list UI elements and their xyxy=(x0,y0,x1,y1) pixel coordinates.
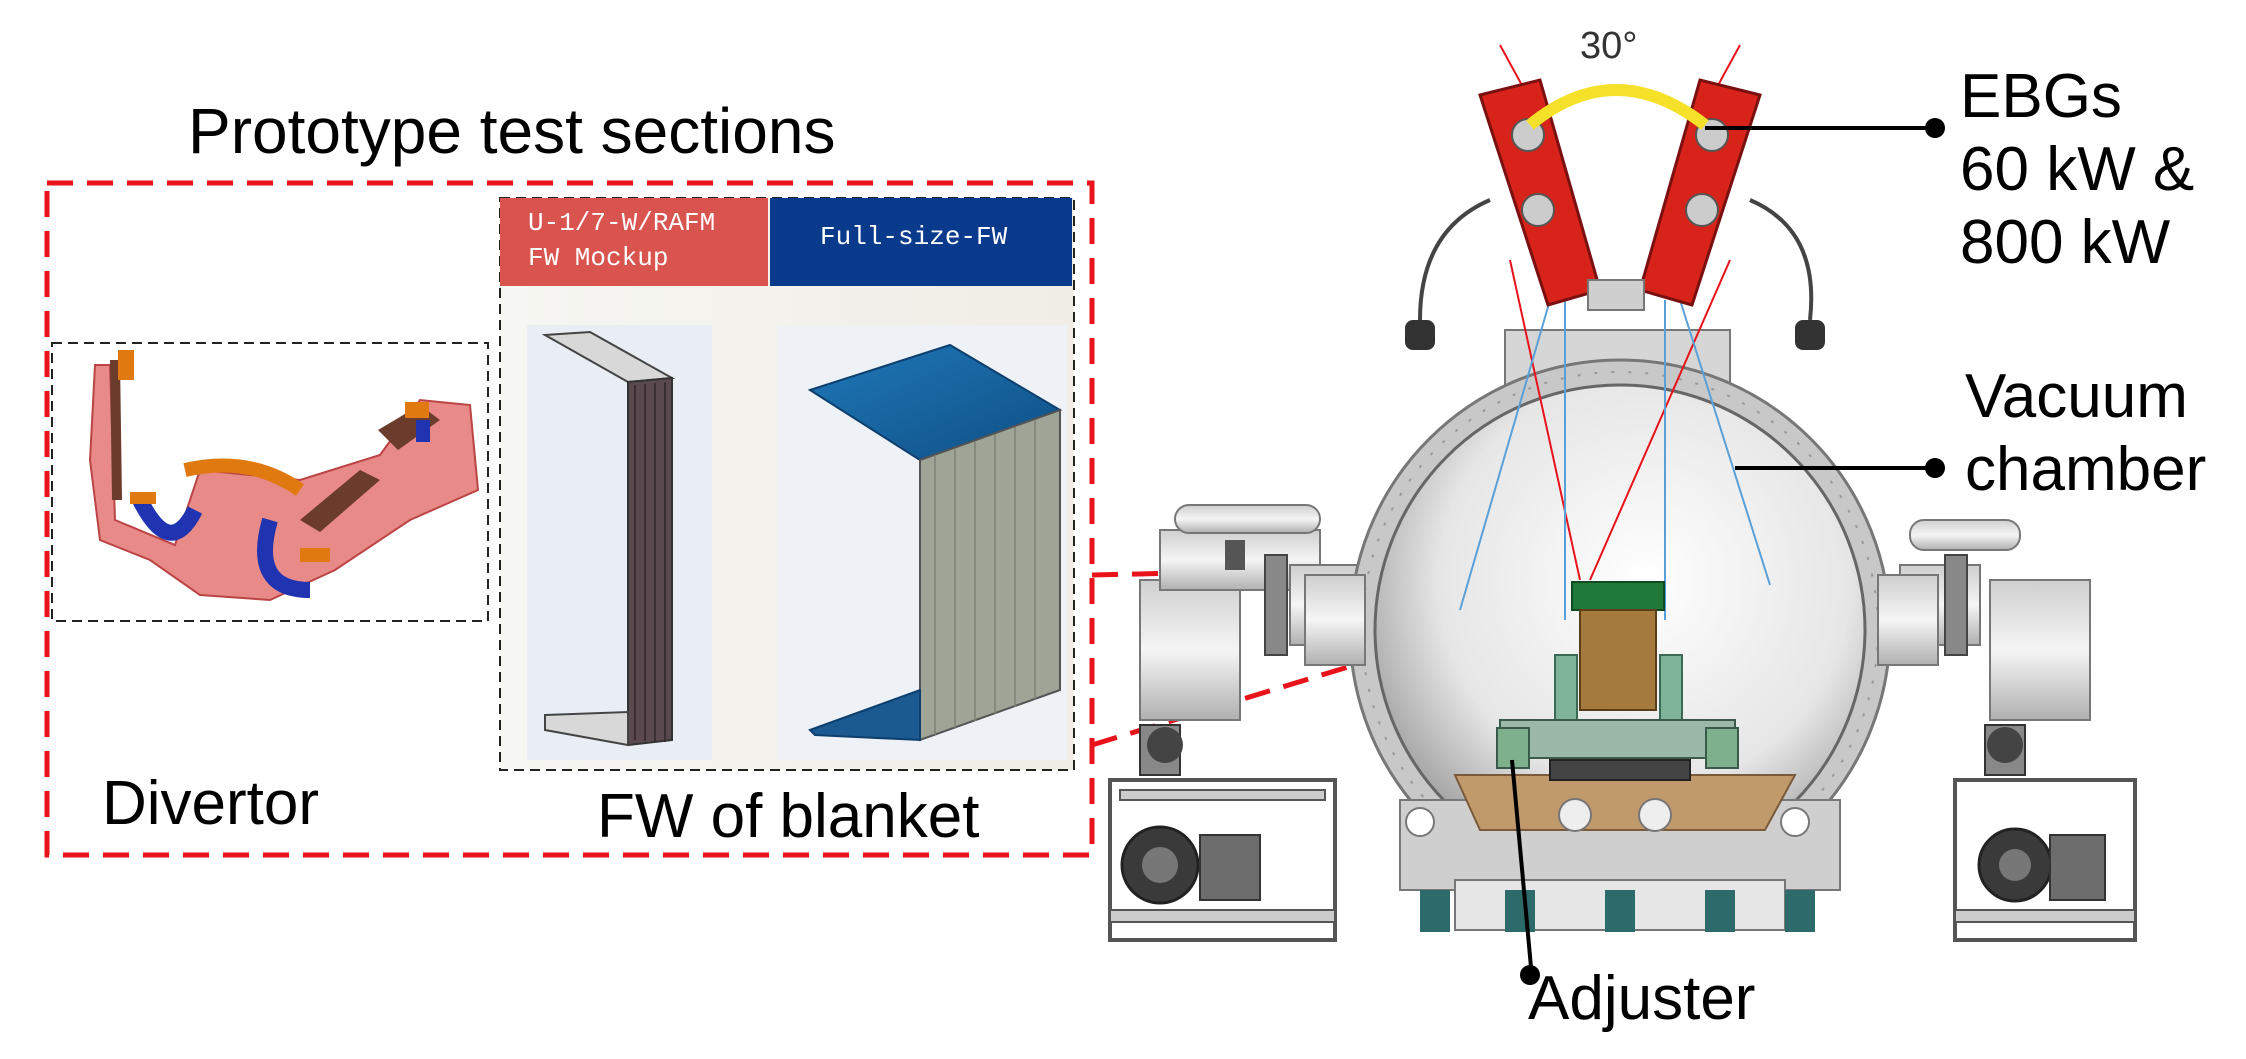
mockup-header-line1: U-1/7-W/RAFM xyxy=(528,208,716,238)
adjuster-assembly xyxy=(1496,581,1739,781)
callout-leaders xyxy=(1510,118,1945,985)
mockup-header: U-1/7-W/RAFM FW Mockup xyxy=(500,198,768,286)
mockup-header-line2: FW Mockup xyxy=(528,243,669,274)
fullsize-header: Full-size-FW xyxy=(770,198,1072,286)
mockup-image-bg xyxy=(527,325,712,760)
title: Prototype test sections xyxy=(188,95,836,167)
fw-fullsize-shape xyxy=(807,343,1063,742)
divertor-box xyxy=(51,342,489,622)
vacuum-chamber-label: Vacuum chamber xyxy=(1965,360,2206,506)
ebg-guns xyxy=(1405,78,1825,350)
angle-arc xyxy=(1526,84,1709,130)
prototype-dashed-frame xyxy=(44,180,1095,858)
fw-box xyxy=(499,197,1075,771)
ebg-label-line1: EBGs xyxy=(1960,62,2122,131)
ebg-label-line3: 800 kW xyxy=(1960,208,2171,278)
beam-lines xyxy=(1459,44,1771,620)
divertor-label: Divertor xyxy=(102,769,320,838)
ebg-label-line2: 60 kW & xyxy=(1960,135,2195,205)
angle-label: 30° xyxy=(1580,25,1638,67)
left-pump-station xyxy=(1108,504,1361,942)
ebg-label: EBGs 60 kW & 800 kW xyxy=(1960,60,2194,279)
vacuum-label-line1: Vacuum xyxy=(1965,362,2188,431)
vacuum-label-line2: chamber xyxy=(1965,435,2207,505)
fw-label: FW of blanket xyxy=(597,782,980,851)
adjuster-label: Adjuster xyxy=(1528,964,1756,1033)
fw-mockup-shape xyxy=(541,330,676,747)
